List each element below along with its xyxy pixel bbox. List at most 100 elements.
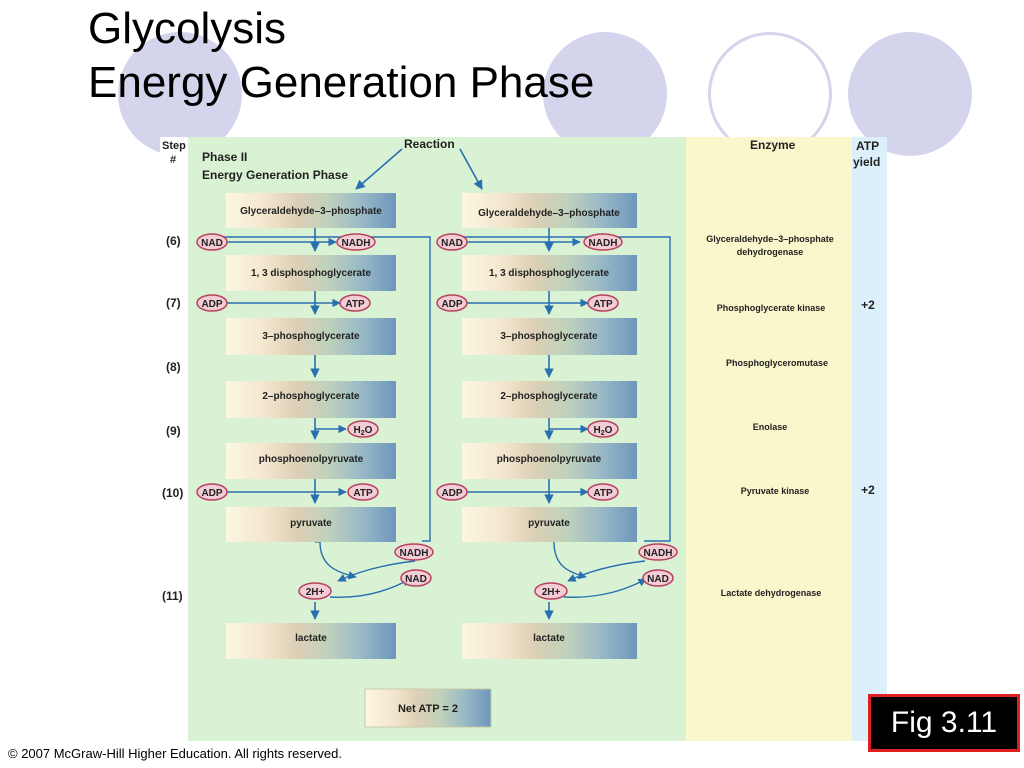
- right-box-pyruvate: pyruvate: [462, 507, 637, 542]
- header-reaction: Reaction: [404, 137, 455, 151]
- right-nad-recycle-line: [460, 236, 671, 542]
- right-adp2-label: ADP: [441, 488, 462, 499]
- step-number-9: (9): [166, 424, 181, 438]
- right-atp2-label: ATP: [593, 488, 613, 499]
- left-pathway: Glyceraldehyde–3–phosphate 1, 3 disphosp…: [196, 193, 434, 659]
- enzyme-step9: Enolase: [753, 422, 788, 432]
- copyright-notice: © 2007 McGraw-Hill Higher Education. All…: [8, 746, 342, 761]
- step-number-10: (10): [162, 486, 183, 500]
- glycolysis-figure: Step # Phase II Energy Generation Phase …: [160, 137, 887, 741]
- left-atp-label: ATP: [345, 299, 365, 310]
- right-nadh2-label: NADH: [644, 548, 673, 559]
- right-atp2-oval: [587, 483, 619, 501]
- left-label-13bpg: 1, 3 disphosphoglycerate: [251, 268, 371, 279]
- atp-yield-step10: +2: [861, 483, 875, 497]
- left-label-2pg: 2–phosphoglycerate: [262, 391, 360, 402]
- left-box-3pg: 3–phosphoglycerate: [226, 318, 396, 355]
- right-nadh2-oval: [638, 543, 678, 561]
- right-nad-return-arrow: [563, 578, 647, 598]
- left-nadh-curve-arrow: [337, 560, 416, 582]
- right-label-3pg: 3–phosphoglycerate: [500, 331, 598, 342]
- step-number-7: (7): [166, 296, 181, 310]
- left-nadh2-label: NADH: [400, 548, 429, 559]
- left-water-label: H2O: [354, 425, 373, 437]
- left-nadh-oval: [336, 233, 376, 251]
- left-nad2-label: NAD: [405, 574, 427, 585]
- right-pathway: Glyceraldehyde–3–phosphate 1, 3 disphosp…: [436, 193, 678, 659]
- decorative-circle-4: [848, 32, 972, 156]
- enzyme-step7: Phosphoglycerate kinase: [717, 303, 826, 313]
- right-nad2-oval: [642, 569, 674, 587]
- right-nadh-curve-arrow: [567, 560, 646, 582]
- enzyme-step11: Lactate dehydrogenase: [721, 588, 822, 598]
- left-box-g3p: Glyceraldehyde–3–phosphate: [226, 193, 396, 228]
- left-atp2-oval: [347, 483, 379, 501]
- slide-title: Glycolysis Energy Generation Phase: [88, 2, 594, 110]
- left-nad-recycle-line: [220, 236, 431, 542]
- left-nadh2-oval: [394, 543, 434, 561]
- left-nadh-label: NADH: [342, 238, 371, 249]
- step-number-8: (8): [166, 360, 181, 374]
- right-nad-oval: [436, 233, 468, 251]
- right-box-3pg: 3–phosphoglycerate: [462, 318, 637, 355]
- enzyme-panel: [686, 137, 852, 741]
- right-label-lactate: lactate: [533, 633, 565, 644]
- atp-yield-step7: +2: [861, 298, 875, 312]
- right-box-g3p: Glyceraldehyde–3–phosphate: [462, 193, 637, 228]
- left-box-pep: phosphoenolpyruvate: [226, 443, 396, 479]
- left-water-oval: [347, 420, 379, 438]
- right-box-2pg: 2–phosphoglycerate: [462, 381, 637, 418]
- step-panel: [160, 137, 188, 741]
- right-nadh-label: NADH: [589, 238, 618, 249]
- left-adp-oval: [196, 294, 228, 312]
- header-step: Step: [162, 140, 186, 152]
- left-box-13bpg: 1, 3 disphosphoglycerate: [226, 255, 396, 291]
- left-adp2-label: ADP: [201, 488, 222, 499]
- right-water-label: H2O: [594, 425, 613, 437]
- left-2h-label: 2H+: [306, 587, 325, 598]
- left-label-lactate: lactate: [295, 633, 327, 644]
- right-box-pep: phosphoenolpyruvate: [462, 443, 637, 479]
- net-atp-box: Net ATP = 2: [364, 688, 492, 728]
- right-label-2pg: 2–phosphoglycerate: [500, 391, 598, 402]
- right-nadh-oval: [583, 233, 623, 251]
- right-label-13bpg: 1, 3 disphosphoglycerate: [489, 268, 609, 279]
- step-number-6: (6): [166, 234, 181, 248]
- right-box-lactate: lactate: [462, 623, 637, 659]
- right-adp-oval: [436, 294, 468, 312]
- left-atp2-label: ATP: [353, 488, 373, 499]
- right-adp-label: ADP: [441, 299, 462, 310]
- header-step-hash: #: [170, 154, 176, 166]
- phase-title: Phase II: [202, 150, 247, 164]
- left-nad-label: NAD: [201, 238, 223, 249]
- right-label-pep: phosphoenolpyruvate: [497, 454, 602, 465]
- right-nad-label: NAD: [441, 238, 463, 249]
- right-atp-oval: [587, 294, 619, 312]
- right-nad2-label: NAD: [647, 574, 669, 585]
- right-label-g3p: Glyceraldehyde–3–phosphate: [478, 208, 620, 219]
- left-box-lactate: lactate: [226, 623, 396, 659]
- left-nad-oval: [196, 233, 228, 251]
- left-label-g3p: Glyceraldehyde–3–phosphate: [240, 206, 382, 217]
- left-box-pyruvate: pyruvate: [226, 507, 396, 542]
- left-adp-label: ADP: [201, 299, 222, 310]
- left-2h-oval: [298, 582, 332, 600]
- net-atp-label: Net ATP = 2: [398, 703, 458, 715]
- right-atp-label: ATP: [593, 299, 613, 310]
- right-2h-label: 2H+: [542, 587, 561, 598]
- right-2h-oval: [534, 582, 568, 600]
- left-label-pyruvate: pyruvate: [290, 518, 332, 529]
- left-adp2-oval: [196, 483, 228, 501]
- header-yield: yield: [853, 155, 880, 169]
- atp-panel: [852, 137, 887, 741]
- reaction-split-arrow-left: [355, 148, 403, 190]
- header-enzyme: Enzyme: [750, 138, 796, 152]
- reaction-split-arrow-right: [459, 148, 483, 190]
- left-box-2pg: 2–phosphoglycerate: [226, 381, 396, 418]
- title-line-2: Energy Generation Phase: [88, 58, 595, 107]
- left-nad2-oval: [400, 569, 432, 587]
- title-line-1: Glycolysis: [88, 4, 287, 53]
- right-label-pyruvate: pyruvate: [528, 518, 570, 529]
- enzyme-step6-line2: dehydrogenase: [737, 247, 804, 257]
- left-label-3pg: 3–phosphoglycerate: [262, 331, 360, 342]
